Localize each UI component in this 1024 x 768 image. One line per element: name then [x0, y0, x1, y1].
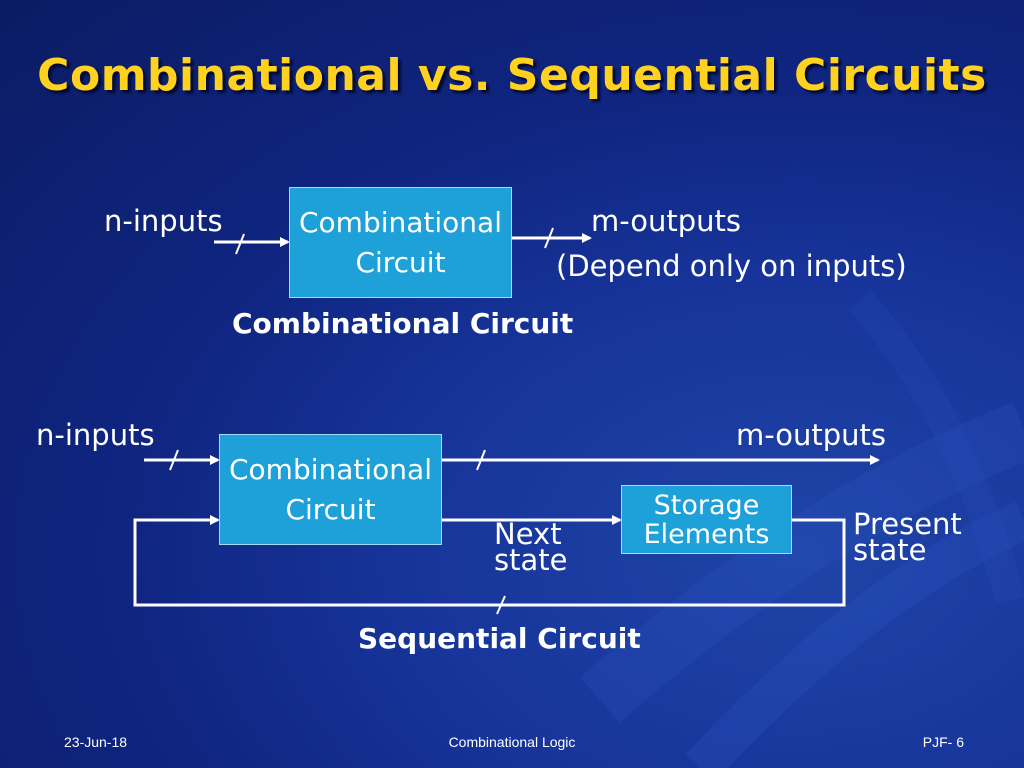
comb-outputs-label: m-outputs: [591, 204, 742, 238]
combinational-circuit-box: Combinational Circuit: [289, 187, 512, 298]
slide-title: Combinational vs. Sequential Circuits: [37, 50, 987, 101]
comb-inputs-label: n-inputs: [104, 204, 223, 238]
combinational-caption: Combinational Circuit: [232, 307, 574, 340]
comb-outputs-note: (Depend only on inputs): [556, 249, 907, 283]
seq-inputs-label: n-inputs: [36, 418, 155, 452]
storage-elements-box: Storage Elements: [621, 485, 792, 554]
footer-date: 23-Jun-18: [64, 734, 128, 750]
sequential-combinational-box: Combinational Circuit: [219, 434, 442, 545]
feedback-loop-wire: [133, 515, 846, 607]
feedback-bus-mark: [496, 595, 506, 615]
combinational-circuit-box-label: Combinational Circuit: [299, 205, 502, 279]
seq-output-bus-mark: [476, 449, 486, 471]
seq-input-bus-mark: [169, 449, 179, 471]
present-state-label: Present state: [853, 507, 962, 567]
comb-input-bus-mark: [235, 233, 245, 255]
footer-page-number: PJF- 6: [922, 734, 964, 750]
next-state-label: Next state: [494, 517, 568, 577]
sequential-combinational-box-label: Combinational Circuit: [229, 452, 432, 526]
sequential-caption: Sequential Circuit: [358, 622, 641, 655]
seq-outputs-label: m-outputs: [736, 418, 887, 452]
comb-output-bus-mark: [544, 227, 554, 249]
storage-elements-box-label: Storage Elements: [643, 489, 770, 550]
footer-topic: Combinational Logic: [448, 734, 576, 750]
